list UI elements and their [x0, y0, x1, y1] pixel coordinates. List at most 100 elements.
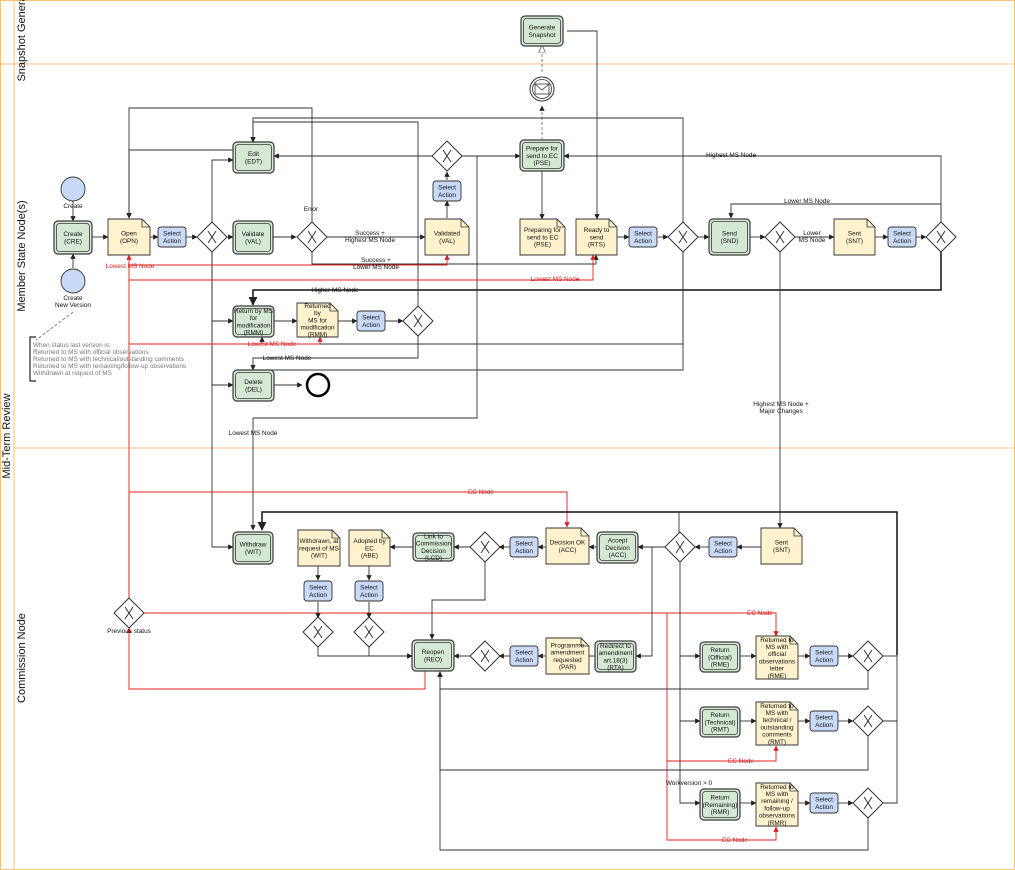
- x-icon: [863, 714, 873, 728]
- task-rmt[interactable]: Return(Technical)(RMT): [699, 706, 741, 738]
- select-action-box[interactable]: [809, 792, 839, 814]
- note-link: [35, 311, 74, 341]
- task-box[interactable]: [232, 220, 274, 255]
- select-action-box[interactable]: [303, 580, 333, 602]
- select-action-box[interactable]: [887, 226, 917, 248]
- task-create[interactable]: Create(CRE): [53, 220, 93, 255]
- document-val-label: (VAL): [439, 238, 455, 245]
- task-validate[interactable]: Validate(VAL): [232, 220, 274, 255]
- task-send[interactable]: Send(SND): [708, 218, 751, 256]
- task-box[interactable]: [232, 369, 275, 402]
- edge: [429, 562, 486, 640]
- edge-lowest-ms-red: [128, 254, 596, 598]
- select-action-box[interactable]: [509, 536, 539, 558]
- task-reopen[interactable]: Reopen(REO): [411, 639, 455, 672]
- task-box[interactable]: [594, 640, 637, 673]
- task-box[interactable]: [232, 305, 275, 338]
- document-fold: [329, 303, 338, 312]
- edge-ec-node-red: [128, 491, 570, 598]
- task-box[interactable]: [519, 139, 565, 172]
- task-rme[interactable]: Return(Official)(RME): [699, 641, 741, 673]
- document-rts-label: Ready to: [584, 227, 610, 234]
- task-box[interactable]: [412, 532, 455, 562]
- select-action-label: Select: [815, 715, 833, 722]
- document-shape: [107, 218, 151, 256]
- label-lowest-ms-red-2: Lowest MS Node: [531, 276, 580, 283]
- start-event-new-version[interactable]: [60, 268, 86, 294]
- x-icon: [863, 649, 873, 663]
- document-rmr-label: remaining /: [761, 798, 793, 805]
- events: Create Create New Version: [55, 76, 555, 398]
- select-action-box[interactable]: [628, 226, 658, 248]
- document-snt2: Sent(SNT): [760, 527, 803, 565]
- task-box[interactable]: [699, 641, 741, 673]
- task-rmm-label: (RMM): [244, 330, 264, 337]
- select-action-box[interactable]: [157, 226, 187, 248]
- task-box[interactable]: [232, 141, 275, 174]
- task-delete[interactable]: Delete(DEL): [232, 369, 275, 402]
- task-box[interactable]: [708, 218, 751, 256]
- task-box[interactable]: [699, 706, 741, 738]
- document-fold: [460, 219, 469, 228]
- edge-lowest-ms-red: [129, 254, 450, 266]
- task-box[interactable]: [232, 531, 274, 565]
- task-withdraw[interactable]: Withdraw(WIT): [232, 531, 274, 565]
- edge: [437, 671, 869, 851]
- start-event-create[interactable]: [60, 176, 86, 202]
- select-action-box[interactable]: [354, 580, 384, 602]
- task-edit-label: (EDT): [245, 158, 262, 165]
- edge: [211, 252, 234, 388]
- x-icon: [675, 540, 685, 554]
- document-rmt-label: outstanding: [760, 724, 793, 731]
- x-icon: [313, 625, 323, 639]
- document-snt1-label: Sent: [848, 231, 861, 238]
- select-action-label: Select: [815, 650, 833, 657]
- task-edit[interactable]: Edit(EDT): [232, 141, 275, 174]
- select-action-box[interactable]: [432, 180, 462, 202]
- exclusive-gateway: [296, 221, 328, 253]
- task-box[interactable]: [53, 220, 93, 255]
- document-pse-label: send to EC: [527, 234, 559, 241]
- task-box[interactable]: [596, 531, 639, 564]
- select-action-label: Action: [515, 657, 533, 664]
- task-box[interactable]: [699, 788, 741, 821]
- task-box[interactable]: [520, 15, 564, 47]
- select-action-box[interactable]: [509, 645, 539, 667]
- x-icon: [863, 796, 873, 810]
- label-lowest-ms-red-1: Lowest MS Node: [106, 263, 155, 270]
- document-shape: [575, 218, 618, 256]
- select-action-box[interactable]: [708, 536, 738, 558]
- select-action-box[interactable]: [809, 645, 839, 667]
- task-box[interactable]: [411, 639, 455, 672]
- task-rmr-label: Return: [710, 795, 730, 802]
- edge: [126, 149, 233, 219]
- task-rmr[interactable]: Return(Remaining)(RMR): [699, 788, 741, 821]
- note-bracket: [29, 336, 36, 382]
- label-previous-status: Previous status: [107, 628, 151, 635]
- select-action-box[interactable]: [809, 710, 839, 732]
- select-action-box[interactable]: [356, 310, 386, 332]
